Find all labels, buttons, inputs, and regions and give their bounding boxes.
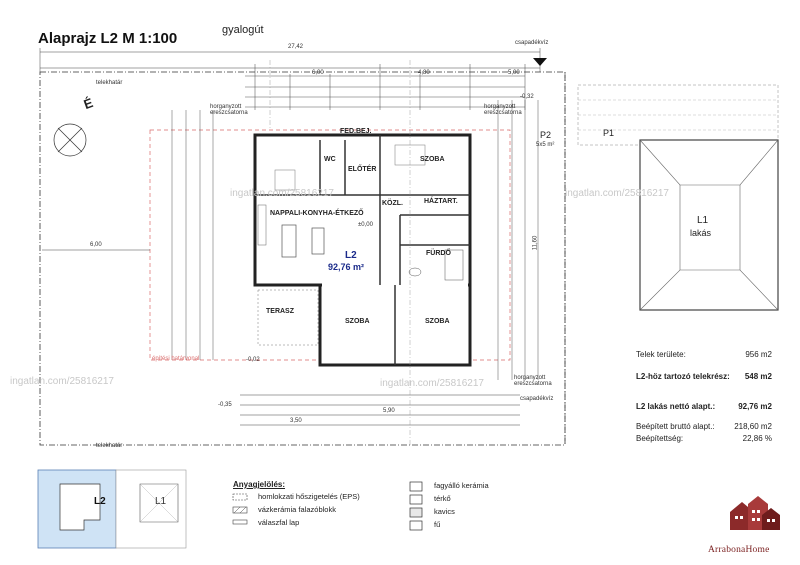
dim-top-seg-c: 5,00	[508, 70, 520, 76]
watermark-1: ingatlan.com/25816217	[230, 188, 334, 199]
dim-top-seg-b: 4,80	[418, 70, 430, 76]
legend-item-eps: homlokzati hőszigetelés (EPS)	[258, 492, 360, 501]
room-kozl: KÖZL.	[382, 200, 403, 207]
unit-code: L2	[345, 250, 357, 261]
legend-item-block: vázkerámia falazóblokk	[258, 505, 336, 514]
label-p2-size: 5x5 m²	[536, 142, 555, 148]
legend-title: Anyagjelölés:	[233, 480, 286, 489]
stat-brutto: Beépített bruttó alapt.: 218,60 m2	[636, 422, 772, 431]
level-b: -0,02	[246, 357, 260, 363]
unit-area: 92,76 m²	[328, 262, 365, 272]
level-a: -0,32	[520, 94, 534, 100]
stat-telekresz: L2-höz tartozó telekrész: 548 m2	[636, 372, 772, 381]
label-l1: L1	[697, 215, 709, 226]
label-telekhatar-bottom: telekhatár	[96, 443, 123, 449]
legend-item-keramia: fagyálló kerámia	[434, 481, 489, 490]
legend-item-valaszfal: válaszfal lap	[258, 518, 300, 527]
dim-bottom-seg: 5,90	[383, 408, 395, 414]
label-p2: P2	[540, 130, 552, 140]
watermark-2: ingatlan.com/25816217	[565, 188, 669, 199]
legend-item-terko: térkő	[434, 494, 451, 503]
label-l1-sub: lakás	[690, 228, 712, 238]
page-title: Alaprajz L2 M 1:100	[38, 30, 178, 47]
logo-icon	[730, 496, 780, 530]
legend-item-fu: fű	[434, 520, 441, 529]
keymap-l1: L1	[155, 496, 167, 507]
logo-text: ArrabonaHome	[708, 545, 770, 555]
room-szoba-br: SZOBA	[425, 318, 450, 325]
watermark-3: ingatlan.com/25816217	[10, 376, 114, 387]
label-csapadek-top: csapadékvíz	[515, 40, 549, 46]
room-eloter: ELŐTÉR	[348, 166, 377, 173]
room-fedbej: FED.BEJ.	[340, 128, 372, 135]
room-nappali: NAPPALI-KONYHA-ÉTKEZŐ	[270, 210, 364, 217]
watermark-4: ingatlan.com/25816217	[380, 378, 484, 389]
dim-top-seg-a: 6,00	[312, 70, 324, 76]
legend-item-kavics: kavics	[434, 507, 455, 516]
stats-panel: Telek területe: 956 m2 L2-höz tartozó te…	[636, 350, 776, 450]
level-c: -0,35	[218, 402, 232, 408]
label-csapadek-bottom: csapadékvíz	[520, 396, 554, 402]
stat-beepitettseg: Beépítettség: 22,86 %	[636, 434, 772, 443]
room-terasz: TERASZ	[266, 308, 294, 315]
room-szoba-bl: SZOBA	[345, 318, 370, 325]
stat-netto: L2 lakás nettó alapt.: 92,76 m2	[636, 402, 772, 411]
room-furdo: FÜRDŐ	[426, 250, 451, 257]
dim-right-total: 11,60	[532, 235, 539, 251]
level-d: ±0,00	[358, 222, 373, 228]
room-haztart: HÁZTART.	[424, 198, 458, 205]
label-p1: P1	[603, 128, 615, 138]
label-telekhatar-top: telekhatár	[96, 80, 123, 86]
room-wc: WC	[324, 156, 336, 163]
dim-left-big: 6,00	[90, 242, 102, 248]
stat-telek: Telek területe: 956 m2	[636, 350, 772, 359]
dim-bottom-total: 3,50	[290, 418, 302, 424]
label-gutter-bottom: horganyzott ereszcsatorna	[514, 375, 552, 387]
keymap-l2: L2	[94, 496, 106, 507]
dim-top-total: 27,42	[288, 44, 304, 50]
label-epitesi-hatar: építési határvonal	[152, 356, 200, 362]
label-gutter-right: horganyzott ereszcsatorna	[484, 104, 522, 116]
label-gutter-top: horganyzott ereszcsatorna	[210, 104, 248, 116]
street-label: gyalogút	[222, 24, 264, 36]
room-szoba-top: SZOBA	[420, 156, 445, 163]
